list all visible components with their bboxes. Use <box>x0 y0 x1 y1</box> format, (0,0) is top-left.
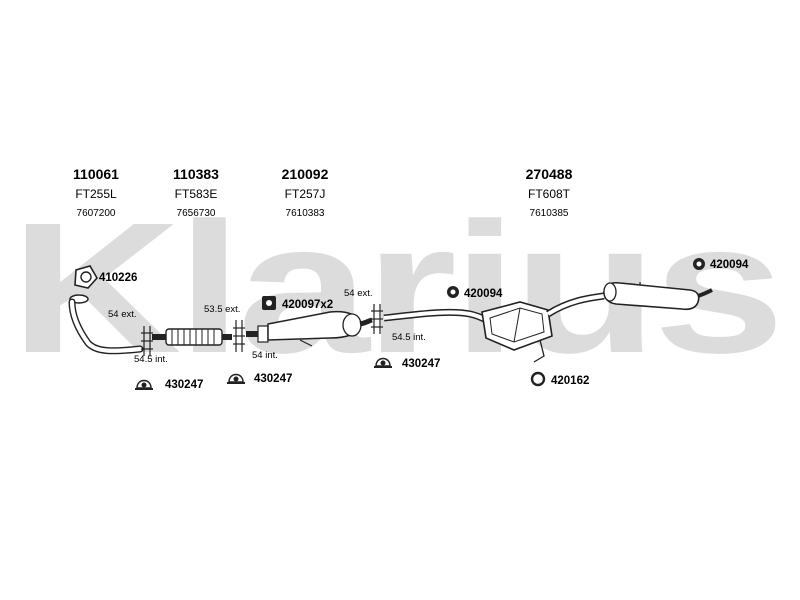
fitting-label: 420094 <box>710 259 749 271</box>
joint-marker <box>141 326 153 356</box>
fitting-label: 420094 <box>464 288 503 300</box>
part-number: 210092 <box>282 166 329 182</box>
joint-int-label: 54 int. <box>252 350 278 361</box>
clamp-icon <box>374 357 392 368</box>
clamp-icon <box>135 379 153 390</box>
sealing-ring-icon <box>530 371 546 387</box>
flex-pipe-icon <box>152 328 232 346</box>
joint-ext-label: 54 ext. <box>344 288 373 299</box>
part-code: FT608T <box>528 187 571 201</box>
joint-marker <box>233 320 245 352</box>
oem-number: 7607200 <box>77 208 116 219</box>
part-number: 110061 <box>73 166 119 182</box>
fitting-label: 410226 <box>99 272 137 284</box>
section-header-270488: 270488 FT608T 7610385 <box>526 166 573 219</box>
joint-ext-label: 54 ext. <box>108 309 137 320</box>
fitting-label: 420097x2 <box>282 299 333 311</box>
oem-number: 7610385 <box>530 208 569 219</box>
rubber-mount-icon <box>262 296 276 310</box>
joint-int-label: 54.5 int. <box>392 332 426 343</box>
section-header-110061: 110061 FT255L 7607200 <box>73 166 119 219</box>
oem-number: 7610383 <box>286 208 325 219</box>
part-code: FT583E <box>175 187 218 201</box>
oem-number: 7656730 <box>177 208 216 219</box>
clamp-icon <box>227 373 245 384</box>
joint-marker <box>371 304 383 334</box>
part-code: FT255L <box>75 187 117 201</box>
part-number: 270488 <box>526 166 573 182</box>
fitting-label: 430247 <box>402 358 440 370</box>
joint-ext-label: 53.5 ext. <box>204 304 240 315</box>
rubber-mount-icon <box>693 258 705 270</box>
middle-silencer-icon <box>246 310 373 347</box>
fitting-label: 430247 <box>165 379 203 391</box>
rear-silencer-icon <box>383 281 713 363</box>
part-code: FT257J <box>285 187 326 201</box>
section-header-110383: 110383 FT583E 7656730 <box>173 166 219 219</box>
part-number: 110383 <box>173 166 219 182</box>
joint-int-label: 54.5 int. <box>134 354 168 365</box>
gasket-icon <box>74 265 98 289</box>
fitting-label: 430247 <box>254 373 292 385</box>
fitting-label: 420162 <box>551 375 589 387</box>
section-header-210092: 210092 FT257J 7610383 <box>282 166 329 219</box>
rubber-mount-icon <box>447 286 459 298</box>
front-pipe-icon <box>68 294 144 355</box>
